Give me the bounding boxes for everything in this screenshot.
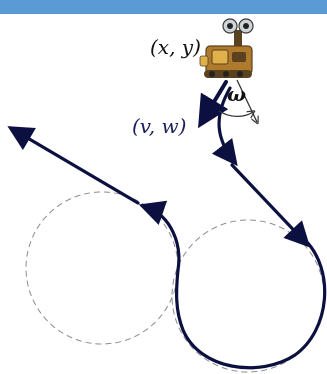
path-segment-left-arc [146,207,179,270]
angular-symbol-label: ω [227,82,246,106]
robot-pose-label: (x, y) [150,35,201,59]
dashed-circle-left [26,192,178,344]
path-segment-exit-arrow [14,130,138,203]
angular-velocity-arc [219,111,253,116]
velocity-pair-label: (v, w) [132,114,186,138]
path-segment-lower-loop [177,240,325,368]
path-segment-diagonal [232,165,305,242]
robot-icon [200,19,253,78]
